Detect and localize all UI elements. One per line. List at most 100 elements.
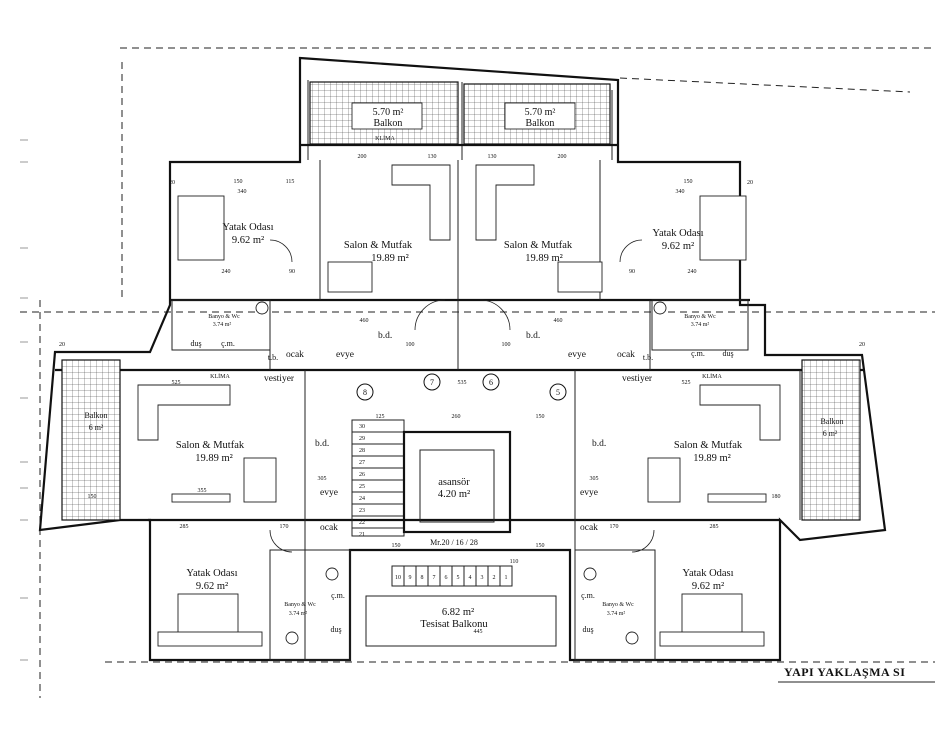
svg-text:90: 90: [289, 269, 295, 275]
svg-text:7: 7: [433, 575, 436, 581]
svg-text:6: 6: [445, 575, 448, 581]
bd-mid-left: b.d.: [315, 439, 329, 449]
svg-text:29: 29: [359, 436, 365, 442]
svg-text:3.74 m²: 3.74 m²: [289, 611, 308, 617]
svg-text:285: 285: [180, 524, 189, 530]
bed-top-left: [177, 195, 225, 261]
balcony-top-left-name: Balkon: [374, 118, 403, 129]
bedroom-bottom-right-area: 9.62 m²: [692, 581, 724, 592]
svg-text:340: 340: [238, 189, 247, 195]
salon-bottom-right-area: 19.89 m²: [693, 453, 731, 464]
balcony-top-right-name: Balkon: [526, 118, 555, 129]
svg-text:3.74 m²: 3.74 m²: [607, 611, 626, 617]
table-top-right: [557, 261, 603, 293]
svg-text:2: 2: [493, 575, 496, 581]
svg-text:100: 100: [406, 342, 415, 348]
bedroom-top-right-name: Yatak Odası: [652, 228, 703, 239]
balcony-right-area: 6 m²: [823, 429, 838, 438]
bd-top-right: b.d.: [526, 331, 540, 341]
ocak-mid-right: ocak: [580, 523, 598, 533]
svg-text:3.74 m²: 3.74 m²: [213, 322, 232, 328]
svg-text:240: 240: [222, 269, 231, 275]
svg-text:20: 20: [859, 342, 865, 348]
svg-text:22: 22: [359, 520, 365, 526]
sofa-bottom-right: [699, 384, 781, 441]
elevator-name: asansör: [438, 477, 470, 488]
bd-top-left: b.d.: [378, 331, 392, 341]
svg-text:535: 535: [458, 380, 467, 386]
bedroom-bottom-left-area: 9.62 m²: [196, 581, 228, 592]
vestiyer-right: vestiyer: [622, 374, 653, 384]
elevator-shaft: [402, 430, 512, 534]
svg-text:8: 8: [363, 388, 367, 397]
svg-text:26: 26: [359, 472, 365, 478]
svg-text:525: 525: [172, 380, 181, 386]
svg-text:285: 285: [710, 524, 719, 530]
salon-top-right-area: 19.89 m²: [525, 253, 563, 264]
balcony-top-right-area: 5.70 m²: [525, 107, 556, 118]
svg-text:525: 525: [682, 380, 691, 386]
tv-unit-right: [707, 493, 767, 503]
ocak-top-left: ocak: [286, 350, 304, 360]
bathroom-top-left: Banyo & Wc 3.74 m² duş ç.m. t.b.: [171, 299, 278, 362]
svg-text:180: 180: [772, 494, 781, 500]
svg-text:ç.m.: ç.m.: [221, 339, 235, 348]
svg-text:460: 460: [554, 318, 563, 324]
evye-top-left: evye: [336, 350, 354, 360]
svg-text:Banyo & Wc: Banyo & Wc: [602, 602, 634, 608]
svg-text:27: 27: [359, 460, 365, 466]
svg-text:7: 7: [430, 378, 434, 387]
bathroom-bottom-right: Banyo & Wc 3.74 m² ç.m. duş: [574, 549, 656, 661]
svg-text:Banyo & Wc: Banyo & Wc: [208, 314, 240, 320]
staircase: 30 29 28 27 26 25 24 23 22 21 10 9 8 7 6…: [351, 419, 513, 587]
table-top-left: [327, 261, 373, 293]
balcony-left-name: Balkon: [84, 411, 107, 420]
axis-markers: 8 7 6 5: [356, 373, 567, 401]
site-boundary: [20, 47, 935, 698]
ocak-mid-left: ocak: [320, 523, 338, 533]
svg-text:20: 20: [747, 180, 753, 186]
table-bottom-left: [243, 457, 277, 503]
svg-text:125: 125: [376, 414, 385, 420]
svg-text:115: 115: [286, 179, 295, 185]
evye-mid-left: evye: [320, 488, 338, 498]
svg-text:460: 460: [360, 318, 369, 324]
svg-text:305: 305: [318, 476, 327, 482]
svg-text:10: 10: [395, 575, 401, 581]
tesisat-name: Tesisat Balkonu: [420, 619, 488, 630]
svg-text:ç.m.: ç.m.: [691, 349, 705, 358]
svg-text:150: 150: [234, 179, 243, 185]
klima-left: KLİMA: [210, 373, 230, 380]
svg-text:duş: duş: [190, 339, 201, 348]
svg-text:3: 3: [481, 575, 484, 581]
svg-text:20: 20: [59, 342, 65, 348]
svg-text:170: 170: [610, 524, 619, 530]
svg-text:340: 340: [676, 189, 685, 195]
svg-text:8: 8: [421, 575, 424, 581]
stair-label: Mr.20 / 16 / 28: [430, 538, 478, 547]
dimension-labels: 200 130 130 200 150 115 150 340 340 240 …: [59, 154, 865, 635]
svg-text:6: 6: [489, 378, 493, 387]
sofa-bottom-left: [137, 384, 231, 441]
evye-mid-right: evye: [580, 488, 598, 498]
svg-text:duş: duş: [330, 625, 341, 634]
table-bottom-right: [647, 457, 681, 503]
door-swings: [269, 239, 655, 553]
svg-text:305: 305: [590, 476, 599, 482]
svg-text:130: 130: [428, 154, 437, 160]
svg-text:355: 355: [198, 488, 207, 494]
svg-text:130: 130: [488, 154, 497, 160]
svg-text:200: 200: [558, 154, 567, 160]
svg-text:duş: duş: [722, 349, 733, 358]
svg-text:150: 150: [684, 179, 693, 185]
margin-ticks: [20, 139, 28, 661]
salon-top-left-name: Salon & Mutfak: [344, 240, 413, 251]
klima-top: KLİMA: [375, 135, 395, 142]
svg-text:445: 445: [474, 629, 483, 635]
svg-text:5: 5: [556, 388, 560, 397]
svg-text:21: 21: [359, 532, 365, 538]
bedroom-top-right-area: 9.62 m²: [662, 241, 694, 252]
bathroom-top-right: Banyo & Wc 3.74 m² ç.m. duş t.b.: [643, 299, 749, 362]
svg-text:150: 150: [536, 414, 545, 420]
